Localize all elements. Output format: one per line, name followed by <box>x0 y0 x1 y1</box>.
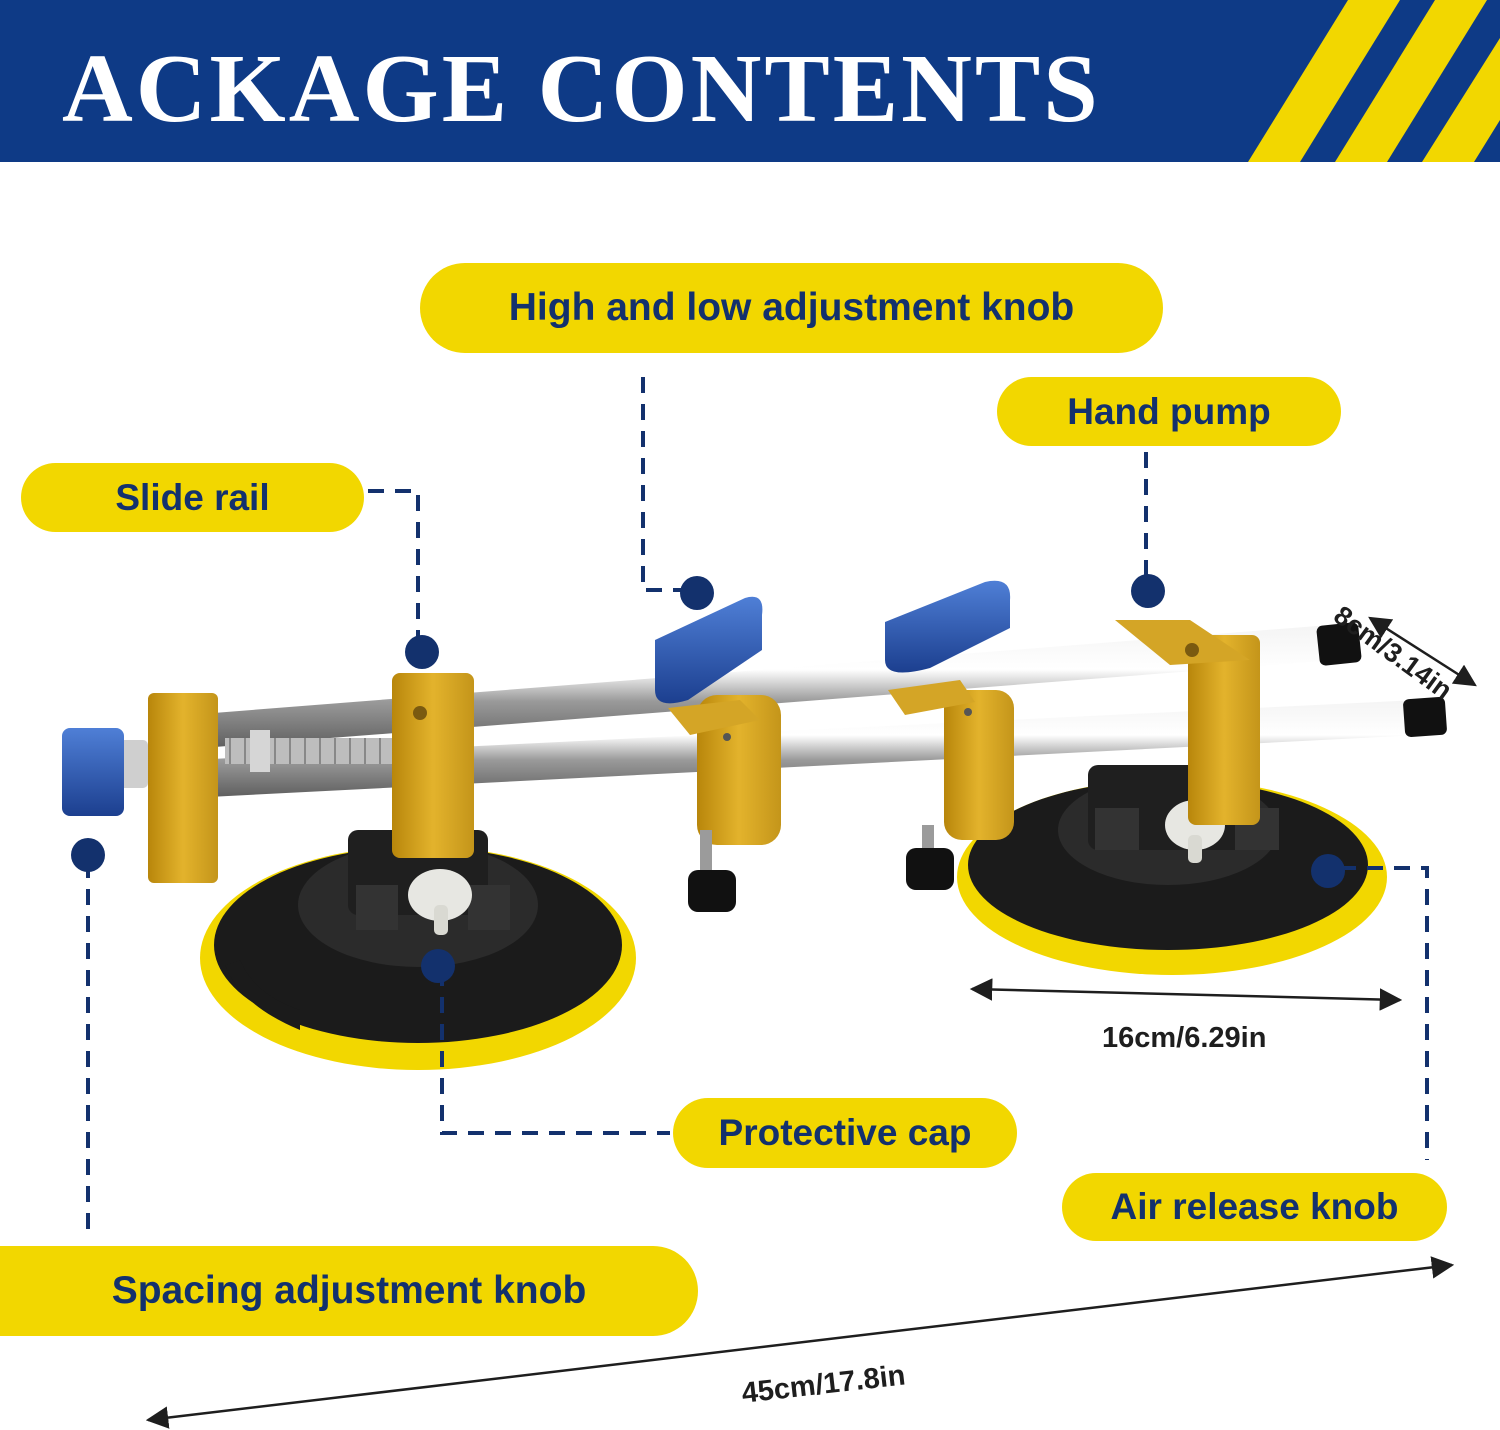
spacing-knob-shape <box>62 728 124 816</box>
label-hand-pump: Hand pump <box>997 377 1341 446</box>
dimension-arrows <box>145 616 1477 1429</box>
dimension-cup-diameter: 16cm/6.29in <box>1102 1022 1267 1054</box>
height-knobs <box>655 580 1011 912</box>
callout-dots <box>71 574 1345 983</box>
label-high-low-knob: High and low adjustment knob <box>420 263 1163 353</box>
label-spacing-knob: Spacing adjustment knob <box>0 1246 698 1336</box>
label-air-release-knob: Air release knob <box>1062 1173 1447 1241</box>
gold-brackets <box>148 620 1260 883</box>
label-protective-cap: Protective cap <box>673 1098 1017 1168</box>
left-suction-cup <box>200 830 636 1070</box>
page-title: ACKAGE CONTENTS <box>62 35 1101 143</box>
label-slide-rail: Slide rail <box>21 463 364 532</box>
leader-lines <box>86 377 1429 1235</box>
header-banner: ACKAGE CONTENTS <box>0 0 1500 162</box>
banner-stripes <box>1248 0 1500 162</box>
